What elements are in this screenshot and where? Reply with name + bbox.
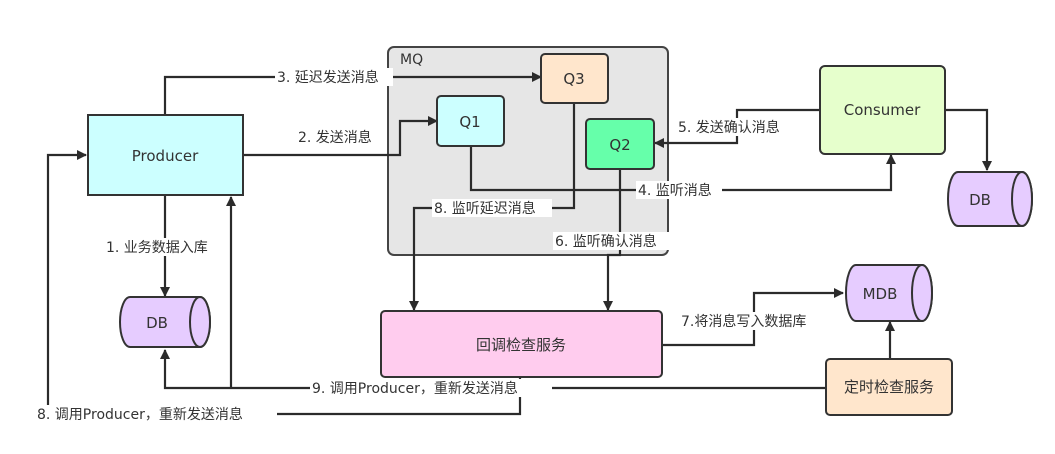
db-left-node[interactable]: DB: [119, 296, 211, 348]
producer-node[interactable]: Producer: [87, 114, 244, 196]
q1-label: Q1: [459, 113, 480, 131]
mdb-node[interactable]: MDB: [845, 264, 933, 322]
mq-label: MQ: [400, 52, 423, 68]
edge-label-8a: 8. 监听延迟消息: [434, 200, 536, 217]
edge-label-9: 9. 调用Producer，重新发送消息: [312, 380, 518, 397]
edge-label-8b: 8. 调用Producer，重新发送消息: [37, 406, 243, 423]
edge-label-2: 2. 发送消息: [298, 129, 372, 146]
edge-label-7: 7.将消息写入数据库: [681, 313, 806, 330]
q1-node[interactable]: Q1: [436, 95, 505, 147]
edge-labels: 3. 延迟发送消息 2. 发送消息 1. 业务数据入库 4. 监听消息 5. 发…: [35, 68, 829, 423]
db-right-node[interactable]: DB: [947, 171, 1033, 227]
q2-label: Q2: [609, 136, 630, 154]
edge-label-5: 5. 发送确认消息: [678, 119, 780, 136]
q3-node[interactable]: Q3: [540, 53, 609, 104]
edge-label-6: 6. 监听确认消息: [555, 233, 657, 250]
edge-delayed-send: [163, 72, 542, 114]
timer-service-label: 定时检查服务: [844, 378, 934, 396]
q3-label: Q3: [563, 70, 584, 88]
db-left-label: DB: [146, 314, 168, 332]
db-right-label: DB: [969, 191, 991, 209]
producer-label: Producer: [132, 147, 199, 165]
edge-send: [243, 116, 438, 157]
q2-node[interactable]: Q2: [585, 118, 655, 170]
timer-service-node[interactable]: 定时检查服务: [825, 358, 953, 416]
consumer-node[interactable]: Consumer: [819, 65, 946, 155]
edge-listen-confirm: [603, 169, 622, 311]
callback-service-node[interactable]: 回调检查服务: [380, 310, 663, 378]
edge-label-1: 1. 业务数据入库: [106, 240, 208, 256]
mdb-label: MDB: [863, 285, 898, 303]
edge-consumer-db: [945, 108, 992, 171]
consumer-label: Consumer: [844, 101, 921, 119]
edge-label-3: 3. 延迟发送消息: [277, 69, 379, 86]
callback-service-label: 回调检查服务: [476, 336, 566, 354]
edge-resend-db: [160, 349, 826, 390]
edge-label-4: 4. 监听消息: [638, 182, 712, 199]
